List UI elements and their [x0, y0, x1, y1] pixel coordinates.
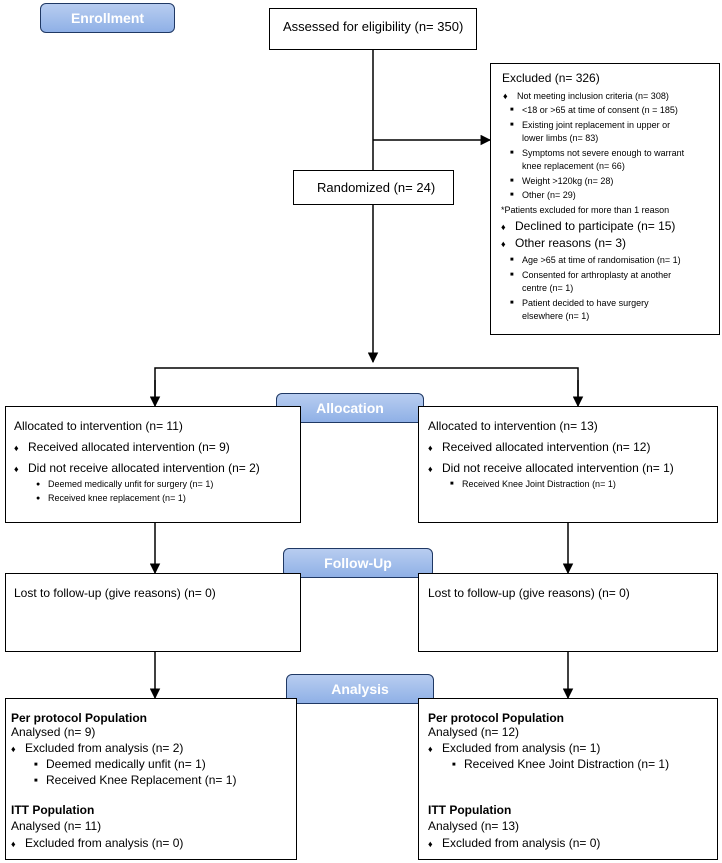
left-pp-exclusion-reason: ■Deemed medically unfit (n= 1)	[34, 757, 206, 771]
left-not-received-reason: ●Received knee replacement (n= 1)	[36, 493, 186, 503]
criteria-item: ■Other (n= 29)	[510, 190, 576, 200]
square-bullet-icon: ■	[510, 192, 514, 199]
randomized-text: Randomized (n= 24)	[317, 180, 436, 195]
criteria-item: ■Weight >120kg (n= 28)	[510, 176, 614, 186]
excluded-title: Excluded (n= 326)	[502, 71, 600, 85]
excluded-note: *Patients excluded for more than 1 reaso…	[501, 205, 670, 215]
left-allocation-box	[5, 406, 301, 523]
right-pp-title: Per protocol Population	[428, 711, 565, 725]
left-pp-excluded: ♦Excluded from analysis (n= 2)	[11, 741, 184, 755]
left-pp-exclusion-reason: ■Received Knee Replacement (n= 1)	[34, 773, 237, 787]
square-bullet-icon: ■	[510, 257, 514, 264]
left-not-received: ♦Did not receive allocated intervention …	[14, 461, 260, 475]
diamond-bullet-icon: ♦	[501, 239, 506, 249]
right-pp-exclusion-reason: ■Received Knee Joint Distraction (n= 1)	[452, 757, 670, 771]
enrollment-stage-label: Enrollment	[40, 3, 175, 33]
left-itt-analysed: Analysed (n= 11)	[11, 819, 102, 833]
declined-text: ♦Declined to participate (n= 15)	[501, 219, 676, 233]
right-analysis-box	[418, 698, 718, 860]
dot-bullet-icon: ●	[36, 495, 41, 503]
assessed-text: Assessed for eligibility (n= 350)	[283, 19, 464, 34]
right-itt-excluded: ♦Excluded from analysis (n= 0)	[428, 836, 601, 850]
square-bullet-icon: ■	[450, 481, 454, 488]
left-analysis-box	[5, 698, 297, 860]
other-reason-item: ■Consented for arthroplasty at another	[510, 270, 672, 280]
right-itt-title: ITT Population	[428, 803, 512, 817]
criteria-item-continued: knee replacement (n= 66)	[522, 161, 625, 171]
diamond-bullet-icon: ♦	[428, 464, 433, 474]
square-bullet-icon: ■	[510, 107, 514, 114]
square-bullet-icon: ■	[34, 761, 38, 768]
diamond-bullet-icon: ♦	[14, 464, 19, 474]
left-pp-analysed: Analysed (n= 9)	[11, 725, 96, 739]
right-follow-up-box	[418, 573, 718, 652]
right-pp-excluded: ♦Excluded from analysis (n= 1)	[428, 741, 601, 755]
right-itt-analysed: Analysed (n= 13)	[428, 819, 520, 833]
other-reasons-text: ♦Other reasons (n= 3)	[501, 236, 627, 250]
square-bullet-icon: ■	[34, 777, 38, 784]
criteria-item-continued: lower limbs (n= 83)	[522, 133, 599, 143]
dot-bullet-icon: ●	[36, 481, 41, 489]
diamond-bullet-icon: ♦	[14, 443, 19, 453]
right-pp-analysed: Analysed (n= 12)	[428, 725, 520, 739]
diamond-bullet-icon: ♦	[501, 222, 506, 232]
left-itt-title: ITT Population	[11, 803, 95, 817]
other-reason-item: ■Age >65 at time of randomisation (n= 1)	[510, 255, 681, 265]
square-bullet-icon: ■	[452, 761, 456, 768]
not-meeting-criteria: ♦Not meeting inclusion criteria (n= 308)	[503, 91, 669, 101]
left-lost-to-follow-up: Lost to follow-up (give reasons) (n= 0)	[14, 586, 216, 600]
diamond-bullet-icon: ♦	[428, 443, 433, 453]
square-bullet-icon: ■	[510, 122, 514, 129]
left-received: ♦Received allocated intervention (n= 9)	[14, 440, 230, 454]
left-pp-title: Per protocol Population	[11, 711, 148, 725]
other-reason-item-continued: elsewhere (n= 1)	[522, 311, 590, 321]
diamond-bullet-icon: ♦	[503, 91, 508, 101]
criteria-item: ■<18 or >65 at time of consent (n = 185)	[510, 105, 678, 115]
diamond-bullet-icon: ♦	[11, 839, 16, 849]
square-bullet-icon: ■	[510, 272, 514, 279]
left-allocated-title: Allocated to intervention (n= 11)	[14, 419, 183, 433]
criteria-item: ■Existing joint replacement in upper or	[510, 120, 671, 130]
other-reason-item-continued: centre (n= 1)	[522, 283, 574, 293]
right-received: ♦Received allocated intervention (n= 12)	[428, 440, 651, 454]
square-bullet-icon: ■	[510, 300, 514, 307]
square-bullet-icon: ■	[510, 150, 514, 157]
left-follow-up-box	[5, 573, 301, 652]
analysis-stage-label: Analysis	[286, 674, 434, 704]
diamond-bullet-icon: ♦	[428, 839, 433, 849]
assessed-box	[269, 8, 477, 50]
diamond-bullet-icon: ♦	[428, 744, 433, 754]
right-not-received: ♦Did not receive allocated intervention …	[428, 461, 674, 475]
right-allocation-box	[418, 406, 718, 523]
diamond-bullet-icon: ♦	[11, 744, 16, 754]
follow-up-stage-label: Follow-Up	[283, 548, 433, 578]
excluded-box	[490, 63, 720, 335]
left-itt-excluded: ♦Excluded from analysis (n= 0)	[11, 836, 184, 850]
right-allocated-title: Allocated to intervention (n= 13)	[428, 419, 598, 433]
randomized-box	[293, 170, 454, 205]
right-lost-to-follow-up: Lost to follow-up (give reasons) (n= 0)	[428, 586, 630, 600]
square-bullet-icon: ■	[510, 178, 514, 185]
right-not-received-reason: ■Received Knee Joint Distraction (n= 1)	[450, 479, 616, 489]
other-reason-item: ■Patient decided to have surgery	[510, 298, 649, 308]
left-not-received-reason: ●Deemed medically unfit for surgery (n= …	[36, 479, 214, 489]
criteria-item: ■Symptoms not severe enough to warrant	[510, 148, 685, 158]
